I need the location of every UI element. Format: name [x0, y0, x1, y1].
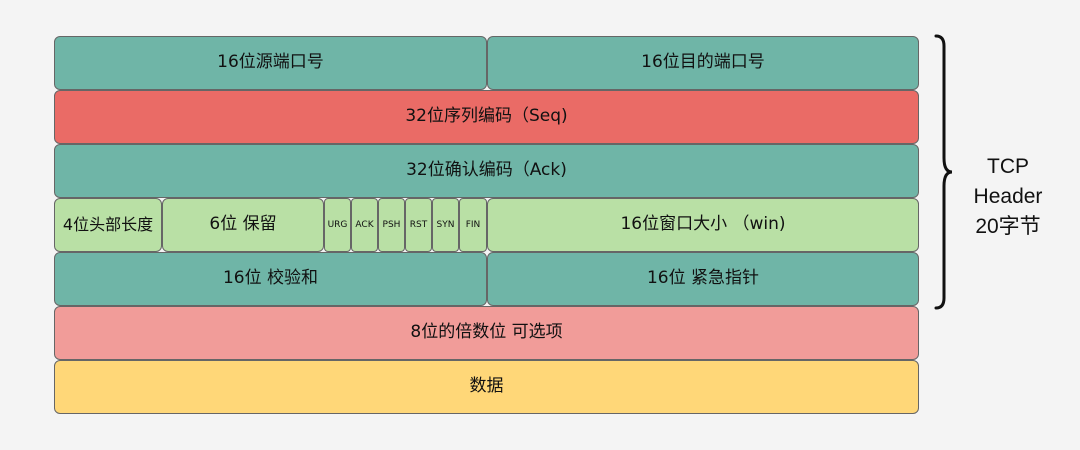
source-port-field: 16位源端口号 — [54, 36, 487, 90]
acknowledgment-number-field: 32位确认编码（Ack) — [54, 144, 919, 198]
label-line-3: 20字节 — [975, 215, 1041, 238]
flag-syn: SYN — [432, 198, 459, 252]
flag-ack: ACK — [351, 198, 378, 252]
options-field: 8位的倍数位 可选项 — [54, 306, 919, 360]
flag-urg: URG — [324, 198, 351, 252]
urgent-pointer-field: 16位 紧急指针 — [487, 252, 919, 306]
destination-port-field: 16位目的端口号 — [487, 36, 919, 90]
flag-psh: PSH — [378, 198, 405, 252]
flag-rst: RST — [405, 198, 432, 252]
window-size-field: 16位窗口大小 （win) — [487, 198, 919, 252]
label-line-2: Header — [973, 185, 1043, 208]
tcp-header-label: TCP Header 20字节 — [962, 152, 1054, 242]
flag-fin: FIN — [459, 198, 487, 252]
curly-brace — [934, 34, 953, 310]
sequence-number-field: 32位序列编码（Seq) — [54, 90, 919, 144]
checksum-field: 16位 校验和 — [54, 252, 487, 306]
reserved-field: 6位 保留 — [162, 198, 324, 252]
label-line-1: TCP — [987, 155, 1029, 178]
header-length-field: 4位头部长度 — [54, 198, 162, 252]
data-field: 数据 — [54, 360, 919, 414]
